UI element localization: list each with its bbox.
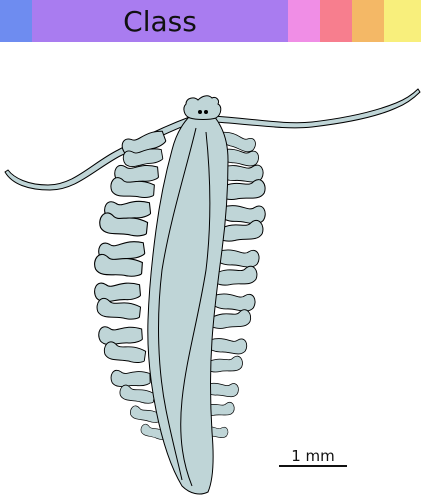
rank-segment-family xyxy=(320,0,352,42)
rank-segment-class xyxy=(32,0,288,42)
scale-bar-label: 1 mm xyxy=(291,447,335,465)
right-antenna xyxy=(211,88,421,129)
left-eye xyxy=(198,110,202,114)
head xyxy=(183,95,222,120)
rank-segment-domain xyxy=(0,0,32,42)
scale-bar-line xyxy=(279,465,347,467)
rank-segment-genus xyxy=(352,0,384,42)
rank-segment-order xyxy=(288,0,320,42)
left-antenna xyxy=(4,115,195,191)
body-trunk xyxy=(147,115,229,495)
specimen-body xyxy=(4,88,421,495)
gut-line-right xyxy=(180,131,211,487)
rank-segment-species xyxy=(384,0,421,42)
taxonomy-rank-bar xyxy=(0,0,421,42)
gut-line-left xyxy=(158,127,197,481)
rank-title: Class xyxy=(123,5,197,38)
right-eye xyxy=(204,110,208,114)
scale-bar: 1 mm xyxy=(279,447,347,469)
